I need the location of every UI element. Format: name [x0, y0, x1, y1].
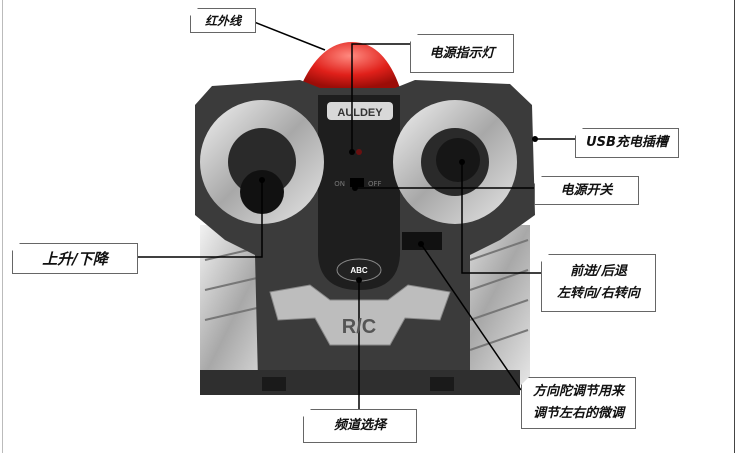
label-trim: 方向陀调节用来 调节左右的微调 — [521, 377, 636, 429]
switch-off-text: OFF — [368, 180, 382, 188]
bottom-base — [200, 370, 520, 395]
power-indicator-led — [356, 149, 362, 155]
label-direction: 前进/后退 左转向/右转向 — [541, 254, 656, 312]
switch-on-text: ON — [334, 180, 345, 188]
right-joystick — [436, 138, 480, 182]
label-power-switch-text: 电源开关 — [560, 182, 613, 198]
rc-logo: R/C — [342, 316, 376, 338]
power-switch — [350, 178, 364, 187]
leader-power-indicator — [351, 43, 410, 152]
label-channel-select-text: 频道选择 — [333, 418, 386, 433]
leader-direction — [461, 162, 541, 274]
label-channel-select: 频道选择 — [303, 409, 417, 443]
label-trim-line1: 方向陀调节用来 — [532, 384, 624, 399]
frame-right-border — [734, 0, 735, 453]
label-direction-line2: 左转向/右转向 — [557, 286, 640, 301]
label-infrared: 红外线 — [190, 8, 256, 33]
label-up-down-text: 上升/下降 — [42, 249, 108, 268]
leader-infrared — [253, 21, 326, 51]
label-power-indicator: 电源指示灯 — [410, 34, 514, 73]
label-power-indicator-text: 电源指示灯 — [429, 45, 495, 61]
trim-slider — [402, 232, 442, 250]
label-trim-line2: 调节左右的微调 — [532, 406, 624, 421]
label-direction-line1: 前进/后退 — [570, 264, 627, 279]
channel-badge: ABC — [350, 266, 368, 275]
leader-trim — [420, 243, 522, 391]
frame-left-border — [2, 0, 3, 453]
label-usb-slot: USB充电插槽 — [575, 128, 679, 158]
brand-logo: AULDEY — [337, 107, 383, 119]
infrared-emitter — [300, 42, 400, 88]
label-up-down: 上升/下降 — [12, 243, 138, 274]
label-power-switch: 电源开关 — [534, 176, 639, 205]
label-usb-slot-text: USB充电插槽 — [586, 135, 668, 150]
label-infrared-text: 红外线 — [204, 13, 241, 28]
leader-up-down — [137, 180, 263, 258]
